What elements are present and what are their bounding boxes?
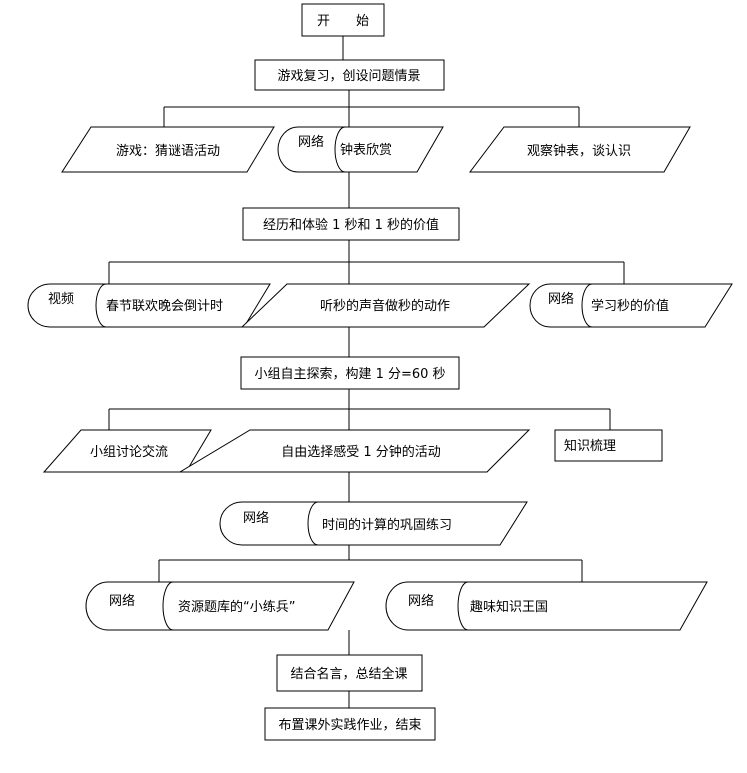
- row1-middle-tag: 网络: [298, 134, 324, 150]
- start-label: 开 始: [317, 14, 369, 29]
- row2-left-label: 春节联欢晚会倒计时: [106, 299, 223, 314]
- row3-middle-parallelogram: 自由选择感受 1 分钟的活动: [178, 429, 531, 473]
- row4-right-label: 趣味知识王国: [470, 599, 548, 615]
- step3-box: 小组自主探索，构建 1 分=60 秒: [240, 356, 460, 390]
- row3-middle-label: 自由选择感受 1 分钟的活动: [281, 444, 441, 460]
- step2-label: 经历和体验 1 秒和 1 秒的价值: [263, 217, 439, 233]
- step3-label: 小组自主探索，构建 1 分=60 秒: [254, 367, 445, 382]
- row3-left-parallelogram: 小组讨论交流: [42, 429, 212, 473]
- row3-left-label: 小组讨论交流: [90, 444, 168, 460]
- row2-left-tag: 视频: [48, 292, 74, 307]
- row1-left-label: 游戏：猜谜语活动: [116, 144, 220, 159]
- step1-box: 游戏复习，创设问题情景: [254, 59, 445, 91]
- row4-left-network-shape: 网络 资源题库的“小练兵”: [85, 581, 355, 631]
- end-box: 布置课外实践作业，结束: [264, 707, 436, 741]
- row1-middle-network-shape: 网络 钟表欣赏: [277, 126, 444, 173]
- step4-box: 结合名言，总结全课: [276, 654, 423, 692]
- row4-right-network-shape: 网络 趣味知识王国: [385, 581, 708, 631]
- row2-middle-parallelogram: 听秒的声音做秒的动作: [240, 283, 531, 328]
- row4-left-label: 资源题库的“小练兵”: [178, 599, 295, 615]
- start-box: 开 始: [301, 3, 385, 37]
- step1-label: 游戏复习，创设问题情景: [277, 69, 420, 84]
- row2-middle-label: 听秒的声音做秒的动作: [320, 298, 450, 314]
- row3b-label: 时间的计算的巩固练习: [322, 517, 452, 533]
- row2-right-label: 学习秒的价值: [591, 298, 669, 314]
- row2-right-tag: 网络: [548, 291, 574, 307]
- step2-box: 经历和体验 1 秒和 1 秒的价值: [242, 207, 460, 241]
- row3-right-label: 知识梳理: [564, 438, 616, 454]
- end-label: 布置课外实践作业，结束: [278, 718, 421, 733]
- row4-left-tag: 网络: [109, 593, 135, 609]
- row3b-network-shape: 网络 时间的计算的巩固练习: [219, 501, 528, 546]
- row4-right-tag: 网络: [408, 593, 434, 609]
- row2-right-network-shape: 网络 学习秒的价值: [529, 283, 733, 328]
- row3b-tag: 网络: [243, 510, 269, 526]
- row1-left-parallelogram: 游戏：猜谜语活动: [61, 126, 275, 173]
- connectors: [108, 36, 625, 708]
- step4-label: 结合名言，总结全课: [290, 666, 407, 682]
- row1-middle-label: 钟表欣赏: [340, 142, 392, 158]
- row1-right-parallelogram: 观察钟表，谈认识: [468, 126, 691, 173]
- row1-right-label: 观察钟表，谈认识: [527, 143, 631, 159]
- row2-left-video-shape: 视频 春节联欢晚会倒计时: [27, 283, 271, 328]
- row3-right-box: 知识梳理: [554, 429, 663, 462]
